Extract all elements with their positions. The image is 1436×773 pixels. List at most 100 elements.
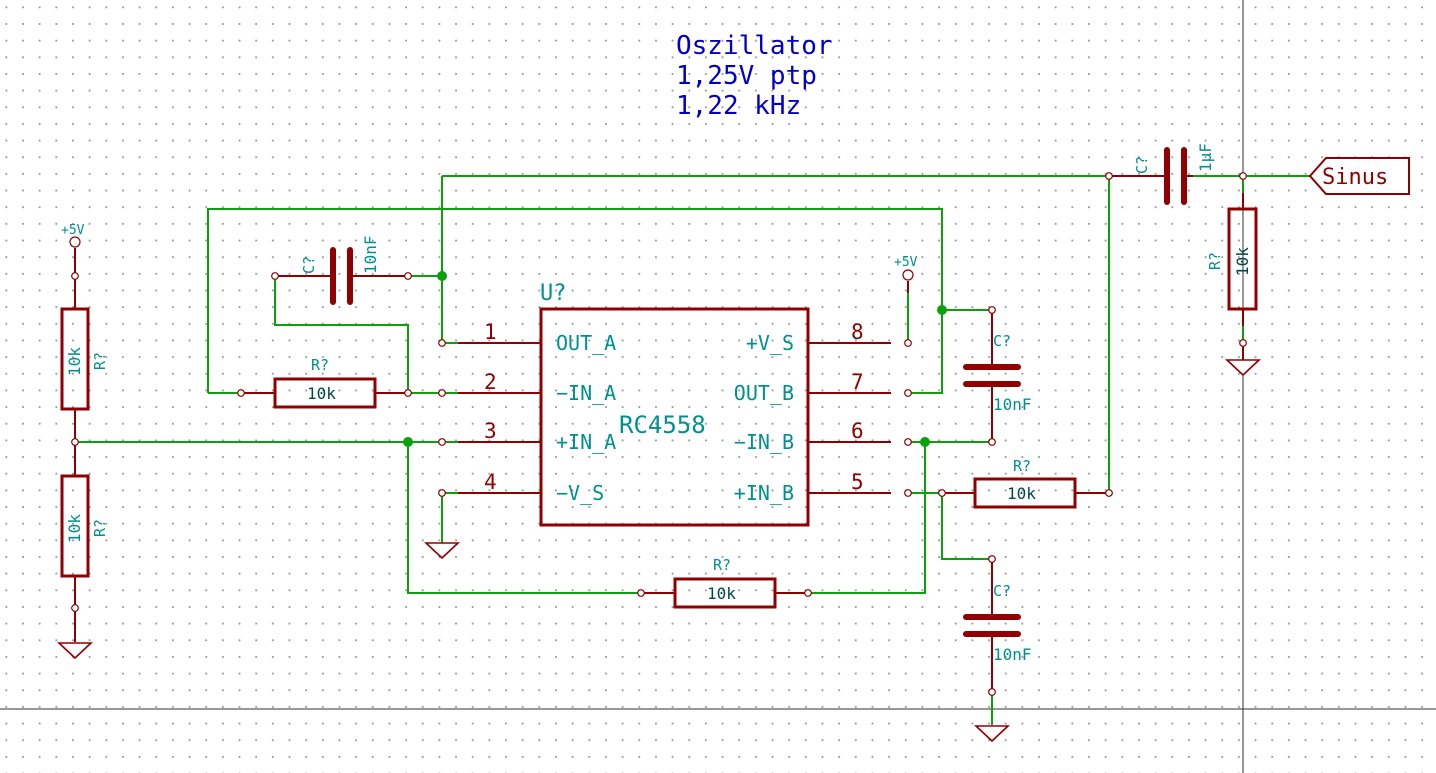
power-symbol-left[interactable]: +5V <box>61 223 85 276</box>
wires <box>75 175 1310 725</box>
ic-pin-number: 4 <box>484 470 497 494</box>
capacitor-ref: C? <box>993 332 1011 350</box>
resistor-ref: R? <box>91 519 109 537</box>
resistor-ref: R? <box>713 556 731 574</box>
pin-end <box>1239 172 1247 180</box>
ic-pin-number: 5 <box>851 470 864 494</box>
wire <box>808 442 926 594</box>
ground-symbols <box>56 343 1262 743</box>
ic-pin-number: 3 <box>484 419 497 443</box>
capacitor-ref: C? <box>300 256 318 274</box>
pin-end <box>71 604 79 612</box>
wire <box>407 442 641 594</box>
junction-dot <box>920 437 930 447</box>
ic-pin-name: OUT_A <box>556 331 616 355</box>
resistor-ref: R? <box>1206 252 1224 270</box>
pin-end <box>637 589 645 597</box>
power-symbol-ic[interactable]: +5V <box>894 255 918 293</box>
pin-end <box>438 339 446 347</box>
resistor-input-b[interactable]: R? 10k <box>942 457 1109 509</box>
pin-end <box>71 438 79 446</box>
ic-pin-number: 8 <box>851 320 864 344</box>
resistor-value: 10k <box>65 514 84 543</box>
ic-pin-name: +IN_A <box>556 430 616 454</box>
pin-end <box>988 555 996 563</box>
capacitor-value: 10nF <box>993 645 1032 664</box>
capacitor-in-b[interactable]: C? 10nF <box>963 559 1032 692</box>
wire <box>274 276 409 393</box>
pin-end <box>71 272 79 280</box>
ic-pin-name: −IN_A <box>556 381 616 405</box>
capacitor-ref: C? <box>1133 156 1151 174</box>
capacitor-coupling[interactable]: C? 1µF <box>1109 143 1215 205</box>
ground-icon <box>423 542 461 560</box>
power-label: +5V <box>894 255 918 270</box>
ic-pin-name: OUT_B <box>734 381 794 405</box>
pin-end <box>904 438 912 446</box>
capacitor-value: 10nF <box>361 235 380 274</box>
title-line-1: Oszillator <box>676 31 833 61</box>
pin-ends <box>71 172 1247 696</box>
capacitor-value: 10nF <box>993 395 1032 414</box>
resistor-ref: R? <box>1013 457 1031 475</box>
junctions <box>403 271 947 447</box>
pin-end <box>1105 489 1113 497</box>
resistor-bottom[interactable]: R? 10k <box>641 556 808 609</box>
pin-end <box>271 272 279 280</box>
wire <box>941 493 992 560</box>
ic-body <box>539 307 810 527</box>
ic-rc4558[interactable]: U? RC4558 1 2 3 4 8 7 6 5 OUT_A −IN_A +I… <box>458 281 891 527</box>
resistor-ref: R? <box>91 352 109 370</box>
pin-end <box>988 688 996 696</box>
pin-end <box>1239 339 1247 347</box>
pin-end <box>438 438 446 446</box>
pin-end <box>938 489 946 497</box>
ic-pin-name: +V_S <box>746 331 794 355</box>
net-label-sinus[interactable]: Sinus <box>1308 157 1410 195</box>
resistor-value: 10k <box>65 347 84 376</box>
net-label-text: Sinus <box>1322 165 1388 190</box>
capacitor-value: 1µF <box>1196 143 1215 172</box>
pin-end <box>904 489 912 497</box>
pin-end <box>438 389 446 397</box>
junction-dot <box>403 437 413 447</box>
ground-icon <box>56 608 94 660</box>
junction-dot <box>937 305 947 315</box>
ic-ref: U? <box>540 281 567 306</box>
pin-end <box>237 389 245 397</box>
ic-pin-name: +IN_B <box>734 481 794 505</box>
ic-pin-number: 1 <box>484 320 497 344</box>
resistor-divider-top[interactable]: 10k R? <box>60 276 109 442</box>
title-line-2: 1,25V ptp <box>676 61 817 91</box>
power-label: +5V <box>61 223 85 238</box>
pin-end <box>988 438 996 446</box>
ic-pin-number: 6 <box>851 419 864 443</box>
pin-end <box>1105 172 1113 180</box>
pin-end <box>988 306 996 314</box>
pin-end <box>904 389 912 397</box>
resistor-output[interactable]: 10k R? <box>1206 193 1258 326</box>
junction-dot <box>437 271 447 281</box>
resistor-divider-bottom[interactable]: 10k R? <box>60 442 109 608</box>
pin-end <box>804 589 812 597</box>
resistor-value: 10k <box>1007 484 1036 503</box>
capacitor-out-b[interactable]: C? 10nF <box>963 310 1032 442</box>
resistor-feedback-a[interactable]: R? 10k <box>241 356 408 409</box>
capacitor-top-left[interactable]: C? 10nF <box>275 235 408 305</box>
pin-end <box>904 339 912 347</box>
pin-end <box>438 489 446 497</box>
resistor-value: 10k <box>1233 247 1252 276</box>
ground-icon <box>973 725 1011 743</box>
ground-icon <box>1224 343 1262 377</box>
capacitor-ref: C? <box>993 582 1011 600</box>
resistor-ref: R? <box>311 356 329 374</box>
ic-value: RC4558 <box>619 411 706 439</box>
ic-pin-number: 7 <box>851 370 864 394</box>
wire <box>207 208 943 394</box>
resistor-value: 10k <box>307 384 336 403</box>
ic-pin-name: −IN_B <box>734 430 794 454</box>
pin-end <box>404 389 412 397</box>
resistor-value: 10k <box>707 584 736 603</box>
ic-pin-number: 2 <box>484 370 497 394</box>
